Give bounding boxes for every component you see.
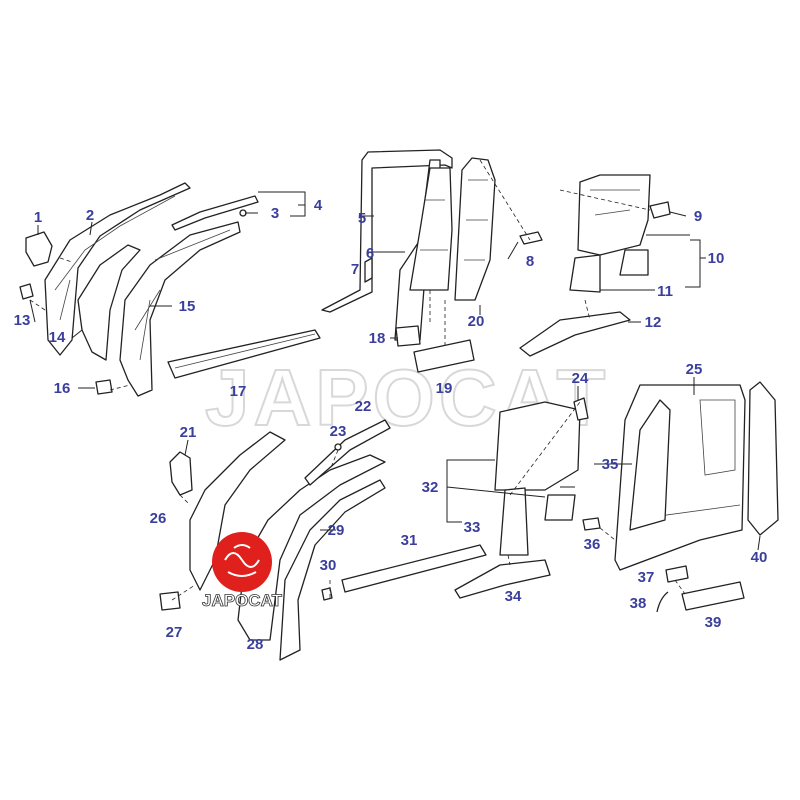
part-38 (656, 591, 669, 613)
part-23 (334, 443, 342, 451)
part-number-label-24: 24 (572, 370, 589, 387)
part-40 (747, 381, 779, 536)
part-number-label-32: 32 (422, 479, 439, 496)
part-34 (454, 559, 551, 599)
part-16 (95, 379, 113, 395)
part-number-label-2: 2 (86, 207, 94, 224)
part-number-label-40: 40 (751, 549, 768, 566)
part-number-label-11: 11 (657, 283, 673, 300)
part-number-label-23: 23 (330, 423, 347, 440)
part-number-label-35: 35 (602, 456, 619, 473)
part-36 (582, 517, 601, 531)
part-10-upper (577, 174, 651, 256)
part-number-label-16: 16 (54, 380, 71, 397)
part-10 (619, 249, 649, 276)
part-number-label-4: 4 (314, 197, 323, 214)
logo-mark (224, 544, 260, 577)
part-21 (169, 451, 193, 496)
part-15 (119, 221, 241, 397)
part-20 (454, 157, 496, 301)
part-32-lower (544, 494, 576, 521)
parts-drawings (19, 149, 779, 661)
part-number-label-1: 1 (34, 209, 42, 226)
part-27 (159, 591, 181, 611)
part-number-label-25: 25 (686, 361, 703, 378)
part-center-pillar (409, 167, 453, 291)
part-number-label-18: 18 (369, 330, 386, 347)
part-number-label-29: 29 (328, 522, 345, 539)
part-number-label-37: 37 (638, 569, 655, 586)
part-number-label-8: 8 (526, 253, 534, 270)
part-32 (494, 401, 581, 491)
part-number-label-19: 19 (436, 380, 453, 397)
leader-lines (29, 159, 761, 601)
part-number-label-36: 36 (584, 536, 601, 553)
part-2-pillar (44, 182, 191, 356)
part-number-label-12: 12 (645, 314, 662, 331)
part-39 (681, 581, 745, 611)
logo-text: JAPOCAT (202, 591, 283, 610)
part-37 (665, 565, 689, 583)
part-7 (364, 257, 373, 283)
part-number-label-34: 34 (505, 588, 522, 605)
part-13 (19, 283, 34, 300)
part-24 (573, 397, 589, 421)
part-number-label-26: 26 (150, 510, 167, 527)
part-number-label-7: 7 (351, 261, 359, 278)
part-number-label-13: 13 (14, 312, 31, 329)
part-28 (237, 454, 386, 641)
part-8 (519, 231, 543, 245)
part-22 (304, 419, 391, 486)
part-9 (649, 201, 671, 219)
part-5 (321, 149, 453, 313)
part-number-label-21: 21 (180, 424, 197, 441)
part-12 (519, 311, 631, 357)
part-number-label-3: 3 (271, 205, 279, 222)
part-number-label-31: 31 (401, 532, 418, 549)
part-30 (321, 587, 333, 601)
part-number-label-5: 5 (358, 210, 366, 227)
part-number-label-10: 10 (708, 250, 725, 267)
part-33 (499, 487, 529, 556)
part-number-label-17: 17 (230, 383, 247, 400)
part-19 (413, 339, 475, 373)
japocat-logo: JAPOCAT (202, 532, 283, 610)
part-4 (171, 195, 259, 231)
part-number-label-9: 9 (694, 208, 702, 225)
part-number-label-14: 14 (49, 329, 66, 346)
part-31 (341, 544, 487, 593)
part-number-label-39: 39 (705, 614, 722, 631)
part-14 (77, 244, 141, 361)
part-18 (395, 325, 421, 347)
logo-circle (212, 532, 272, 592)
part-11 (569, 254, 601, 293)
part-1 (25, 231, 53, 267)
part-number-label-15: 15 (179, 298, 196, 315)
part-25 (614, 384, 746, 571)
part-26 (189, 431, 286, 591)
part-number-label-33: 33 (464, 519, 481, 536)
part-number-label-20: 20 (468, 313, 485, 330)
part-number-label-38: 38 (630, 595, 647, 612)
part-number-label-30: 30 (320, 557, 337, 574)
part-number-label-22: 22 (355, 398, 372, 415)
part-29 (279, 479, 386, 661)
part-35 (629, 399, 671, 531)
part-number-label-28: 28 (247, 636, 264, 653)
part-number-label-27: 27 (166, 624, 183, 641)
part-number-label-6: 6 (366, 245, 374, 262)
